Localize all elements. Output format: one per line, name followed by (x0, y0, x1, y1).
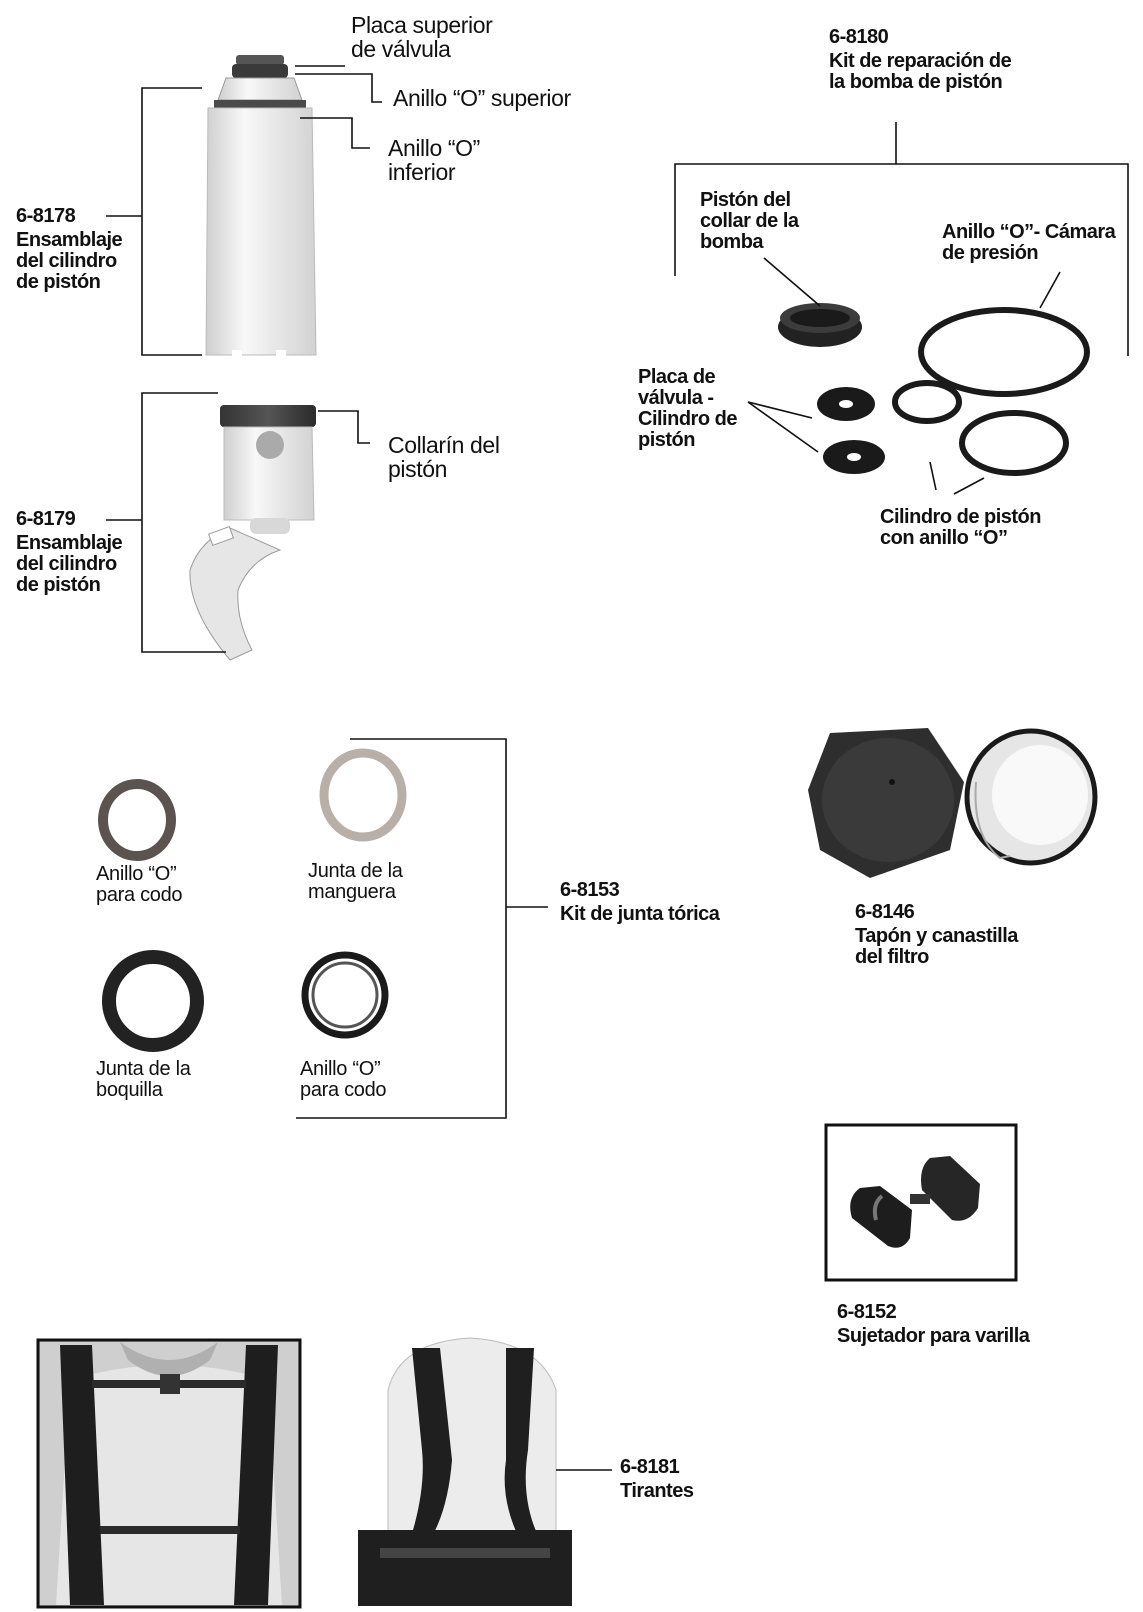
part-description-8178: Ensamblaje del cilindro de pistón (16, 229, 123, 293)
label-pump-collar-piston: Pistón del collar de la bomba (700, 189, 799, 253)
part-number-8146: 6-8146 (855, 901, 915, 923)
wand-clip-8152-photo (824, 1123, 1018, 1282)
label-nozzle-gasket: Junta de la boquilla (96, 1058, 191, 1101)
filter-cap-8146-image (808, 728, 1098, 878)
part-number-8153: 6-8153 (560, 879, 620, 901)
label-piston-collar: Collarín del pistón (388, 432, 500, 483)
part-description-8180: Kit de reparación de la bomba de pistón (829, 50, 1012, 93)
part-number-8181: 6-8181 (620, 1456, 680, 1478)
label-pressure-chamber-o-ring: Anillo “O”- Cámara de presión (942, 221, 1116, 264)
repair-kit-8180-parts (778, 303, 1090, 476)
straps-tank-photo (358, 1337, 572, 1606)
part-number-8178: 6-8178 (16, 205, 76, 227)
part-number-8179: 6-8179 (16, 508, 76, 530)
leader-lines (106, 65, 1129, 1471)
straps-person-photo (36, 1338, 302, 1609)
cylinder-assembly-8178-image (205, 55, 317, 358)
part-number-8152: 6-8152 (837, 1301, 897, 1323)
label-elbow-o-ring-2: Anillo “O” para codo (300, 1058, 387, 1101)
seal-kit-8153-parts (98, 748, 407, 1052)
part-description-8146: Tapón y canastilla del filtro (855, 925, 1018, 968)
part-description-8152: Sujetador para varilla (837, 1325, 1030, 1347)
label-elbow-o-ring-1: Anillo “O” para codo (96, 863, 183, 906)
label-hose-gasket: Junta de la manguera (308, 860, 403, 903)
label-lower-o-ring: Anillo “O” inferior (388, 135, 480, 186)
part-description-8179: Ensamblaje del cilindro de pistón (16, 532, 123, 596)
label-valve-plate: Placa de válvula - Cilindro de pistón (638, 366, 737, 451)
part-description-8181: Tirantes (620, 1480, 694, 1502)
label-piston-cylinder-o-ring: Cilindro de pistón con anillo “O” (880, 506, 1042, 549)
part-number-8180: 6-8180 (829, 26, 889, 48)
part-description-8153: Kit de junta tórica (560, 903, 720, 925)
label-upper-valve-plate: Placa superior de válvula (351, 12, 493, 63)
piston-assembly-8179-image (189, 405, 316, 661)
label-upper-o-ring: Anillo “O” superior (393, 85, 571, 111)
